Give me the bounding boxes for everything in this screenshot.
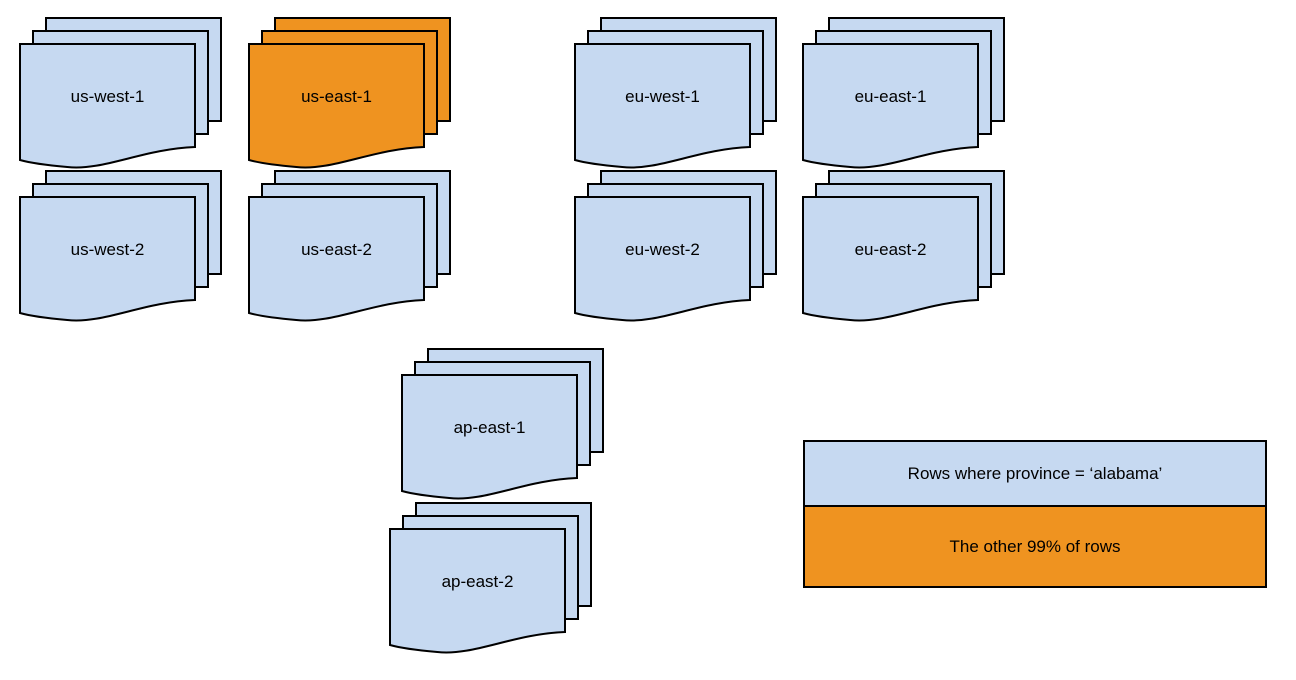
stack-label-us-west-1: us-west-1 (71, 87, 145, 106)
document-stack-eu-west-2[interactable]: eu-west-2 (560, 169, 777, 324)
document-stack-eu-east-1[interactable]: eu-east-1 (788, 16, 1005, 171)
stack-sheet-front (574, 43, 751, 169)
document-stack-us-west-1[interactable]: us-west-1 (5, 16, 222, 171)
stack-label-eu-west-1: eu-west-1 (625, 87, 700, 106)
stack-sheet-front (389, 528, 566, 654)
stack-label-us-east-2: us-east-2 (301, 240, 372, 259)
document-stack-us-west-2[interactable]: us-west-2 (5, 169, 222, 324)
legend-item-orange: The other 99% of rows (805, 507, 1265, 586)
stack-label-eu-east-1: eu-east-1 (855, 87, 927, 106)
legend-label: Rows where province = ‘alabama’ (907, 463, 1163, 483)
legend-item-blue: Rows where province = ‘alabama’ (805, 442, 1265, 507)
legend: Rows where province = ‘alabama’ The other… (803, 440, 1267, 588)
stack-sheet-front (19, 196, 196, 322)
document-stack-us-east-2[interactable]: us-east-2 (234, 169, 451, 324)
stack-sheet-front (802, 43, 979, 169)
stack-sheet-front (401, 374, 578, 500)
document-stack-us-east-1[interactable]: us-east-1 (234, 16, 451, 171)
legend-label: The other 99% of rows (949, 536, 1121, 556)
stack-label-us-west-2: us-west-2 (71, 240, 145, 259)
document-stack-eu-west-1[interactable]: eu-west-1 (560, 16, 777, 171)
stack-label-ap-east-2: ap-east-2 (442, 572, 514, 591)
stack-label-eu-west-2: eu-west-2 (625, 240, 700, 259)
document-stack-ap-east-2[interactable]: ap-east-2 (375, 501, 592, 656)
stack-sheet-front (802, 196, 979, 322)
stack-sheet-front (248, 196, 425, 322)
stack-label-ap-east-1: ap-east-1 (454, 418, 526, 437)
stack-sheet-front (574, 196, 751, 322)
stack-sheet-front (248, 43, 425, 169)
document-stack-eu-east-2[interactable]: eu-east-2 (788, 169, 1005, 324)
stack-label-eu-east-2: eu-east-2 (855, 240, 927, 259)
document-stack-ap-east-1[interactable]: ap-east-1 (387, 347, 604, 502)
stack-sheet-front (19, 43, 196, 169)
stack-label-us-east-1: us-east-1 (301, 87, 372, 106)
